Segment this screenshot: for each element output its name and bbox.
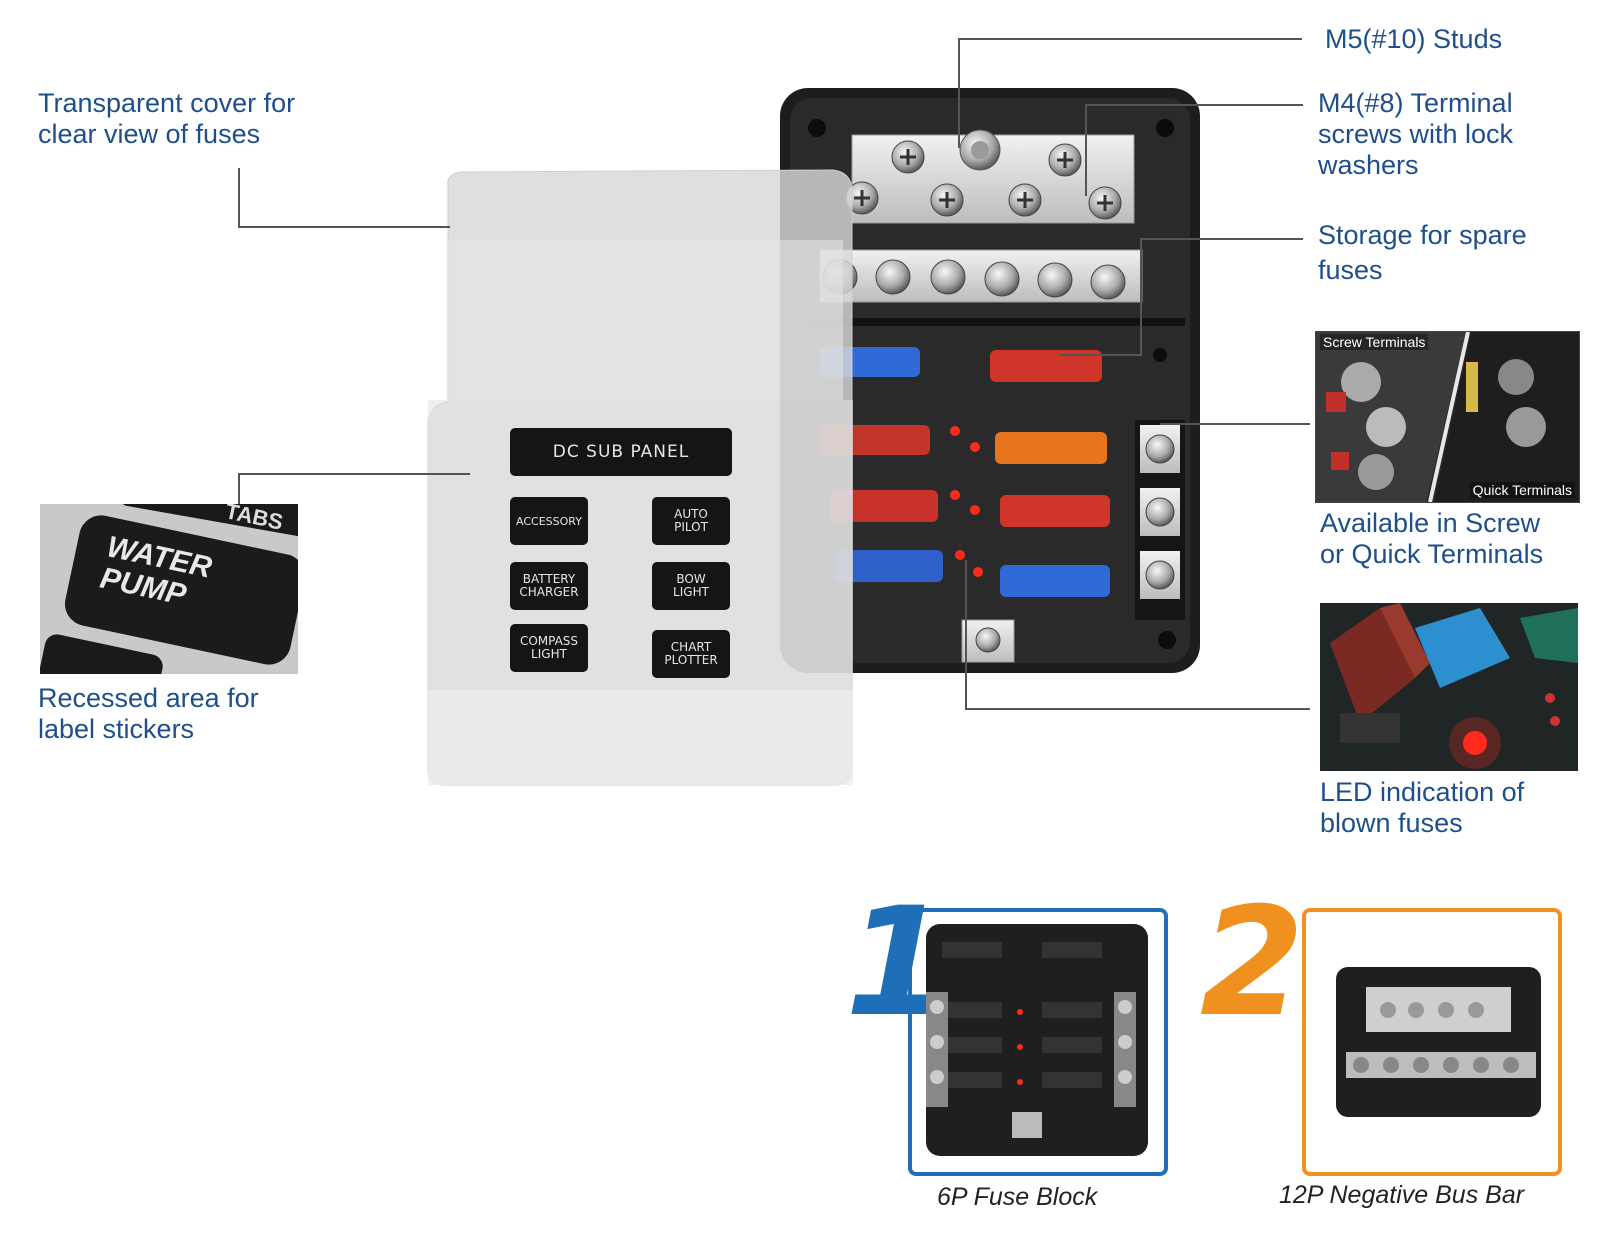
transparent-cover: [427, 169, 853, 786]
variant-1-frame[interactable]: [908, 908, 1168, 1176]
led-indicators: [950, 426, 983, 577]
leader-storage: [1140, 238, 1142, 355]
callout-terminal-screws: M4(#8) Terminal screws with lock washers: [1318, 88, 1514, 180]
led-closeup-photo: [1320, 603, 1578, 771]
terminal-screws-upper: [845, 140, 1122, 220]
fuse-block-6p-image: [926, 924, 1148, 1156]
leader-studs: [958, 38, 1302, 40]
leader-storage: [1060, 354, 1142, 356]
bus-bar-12p-image: [1336, 967, 1541, 1117]
callout-led-indication: LED indication of blown fuses: [1320, 777, 1525, 838]
leader-cover: [238, 226, 450, 228]
mounting-hole-icon: [1153, 348, 1167, 362]
label-sticker: COMPASS LIGHT: [510, 624, 588, 672]
quick-terminals-label: Quick Terminals: [1469, 482, 1575, 498]
callout-terminal-types: Available in Screw or Quick Terminals: [1320, 508, 1544, 569]
panel-title-sticker: DC SUB PANEL: [510, 428, 732, 476]
second-bus-bar: [819, 249, 1143, 303]
label-sticker: CHART PLOTTER: [652, 630, 730, 678]
leader-led: [965, 708, 1310, 710]
terminal-types-photo: Screw Terminals Quick Terminals: [1315, 331, 1580, 503]
screw-terminals-label: Screw Terminals: [1320, 334, 1429, 350]
sticker-main-text: WATER PUMP: [97, 530, 215, 612]
variant-2-number: 2: [1200, 876, 1305, 1050]
leader-recessed: [238, 473, 470, 475]
variant-1-caption: 6P Fuse Block: [937, 1183, 1098, 1211]
leader-studs: [958, 38, 960, 148]
label-sticker: BATTERY CHARGER: [510, 562, 588, 610]
label-sticker: ACCESSORY: [510, 497, 588, 545]
variant-2-frame[interactable]: [1302, 908, 1562, 1176]
mounting-hole-icon: [1156, 119, 1174, 137]
mounting-hole-icon: [808, 119, 826, 137]
leader-storage: [1140, 238, 1303, 240]
callout-studs: M5(#10) Studs: [1325, 24, 1503, 54]
leader-terminal-screws: [1085, 104, 1303, 106]
label-sticker: AUTO PILOT: [652, 497, 730, 545]
callout-transparent-cover: Transparent cover for clear view of fuse…: [38, 88, 296, 149]
sticker-closeup-photo: TABS WATER PUMP: [40, 504, 298, 674]
callout-recessed-area: Recessed area for label stickers: [38, 683, 259, 744]
fuses: [820, 347, 1110, 597]
callout-storage: Storage for spare fuses: [1318, 220, 1527, 285]
leader-terminal-screws: [1085, 104, 1087, 196]
sticker-top-text: TABS: [223, 504, 286, 535]
leader-terminals: [1160, 423, 1310, 425]
variant-2-caption: 12P Negative Bus Bar: [1279, 1181, 1525, 1209]
leader-cover: [238, 168, 240, 228]
label-sticker: BOW LIGHT: [652, 562, 730, 610]
leader-led: [965, 560, 967, 710]
leader-recessed: [238, 473, 240, 505]
side-screw-terminals: [1135, 420, 1185, 620]
mounting-hole-icon: [1158, 631, 1176, 649]
